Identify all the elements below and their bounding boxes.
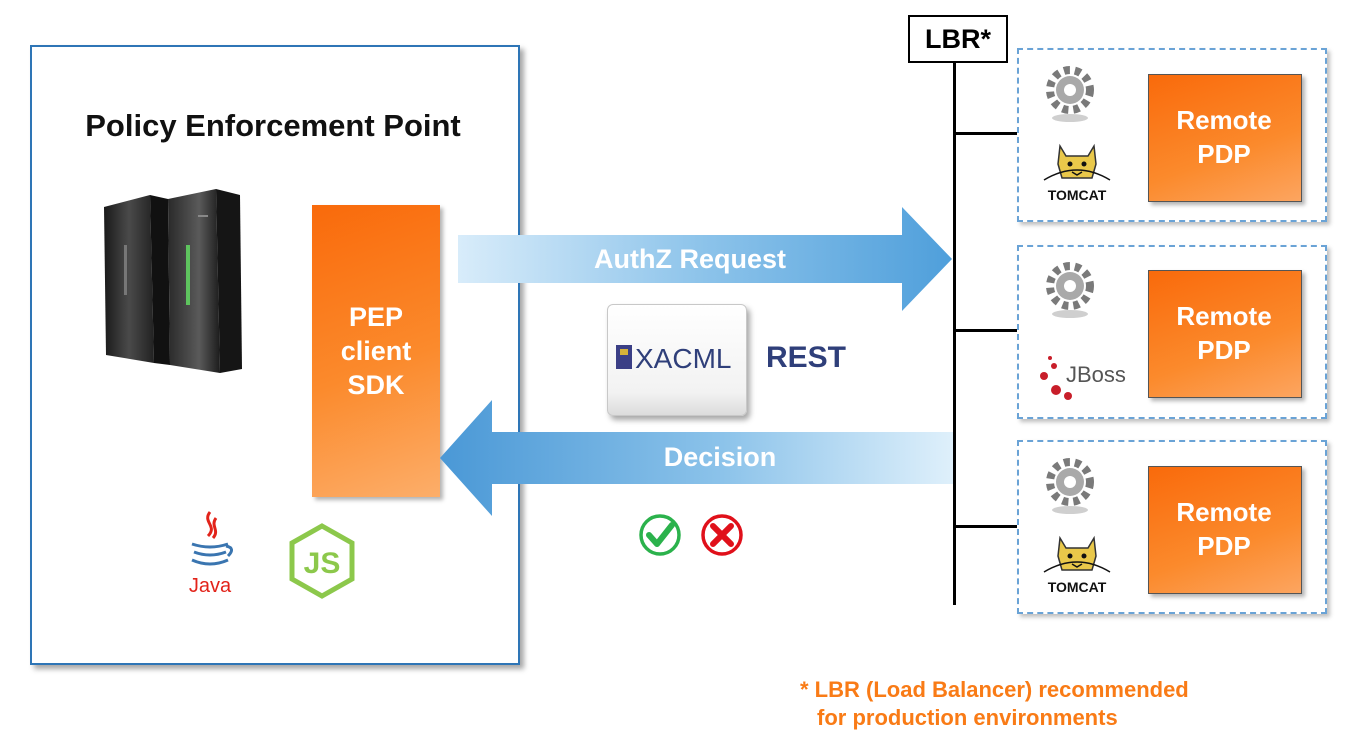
rest-label: REST [766,341,847,374]
pep-client-sdk-label: PEP client SDK [312,300,440,402]
gear-icon [1046,262,1094,318]
pep-title: Policy Enforcement Point [85,108,461,143]
xacml-label: XACML [635,343,731,374]
authz-request-arrow [458,207,952,311]
server-rack-icon [104,189,242,373]
footnote-line-2: for production environments [817,705,1118,730]
tomcat-label: TOMCAT [1048,579,1107,595]
check-icon [639,514,681,556]
gear-icon [1046,458,1094,514]
authz-request-label: AuthZ Request [594,244,786,274]
cross-icon [701,514,743,556]
lbr-branch-1 [955,132,1017,135]
java-icon: Java [189,511,233,597]
xacml-logo: XACML [614,337,738,377]
remote-pdp-box-2 [1148,270,1302,398]
node-label: JS [304,547,341,580]
tomcat-icon: TOMCAT [1043,535,1111,595]
gear-icon [1046,66,1094,122]
remote-pdp-label-2: Remote PDP [1148,299,1300,367]
java-label: Java [189,575,232,597]
pdp-line-1: Remote [1176,105,1272,135]
sdk-line-2: client [340,336,412,366]
jboss-label: JBoss [1066,362,1126,387]
tomcat-icon: TOMCAT [1043,143,1111,203]
sdk-line-1: PEP [348,302,404,332]
remote-pdp-box-3 [1148,466,1302,594]
sdk-line-3: SDK [347,370,405,400]
jboss-icon: JBoss [1040,356,1126,400]
lbr-box: LBR* [908,15,1008,63]
lbr-branch-2 [955,329,1017,332]
remote-pdp-label-1: Remote PDP [1148,103,1300,171]
nodejs-icon: JS [289,523,355,599]
pdp-line-2: PDP [1197,531,1251,561]
lbr-branch-3 [955,525,1017,528]
oasis-icon: XACML [616,343,731,374]
decision-arrow [440,400,954,516]
remote-pdp-label-3: Remote PDP [1148,495,1300,563]
pdp-line-2: PDP [1197,335,1251,365]
pdp-line-1: Remote [1176,301,1272,331]
footnote-line-1: * LBR (Load Balancer) recommended [800,677,1189,702]
lbr-trunk-line [953,61,956,605]
pep-client-sdk-box [312,205,440,497]
tomcat-label: TOMCAT [1048,187,1107,203]
pdp-line-2: PDP [1197,139,1251,169]
lbr-footnote: * LBR (Load Balancer) recommended for pr… [800,676,1189,732]
decision-label: Decision [663,442,777,472]
remote-pdp-box-1 [1148,74,1302,202]
pdp-line-1: Remote [1176,497,1272,527]
